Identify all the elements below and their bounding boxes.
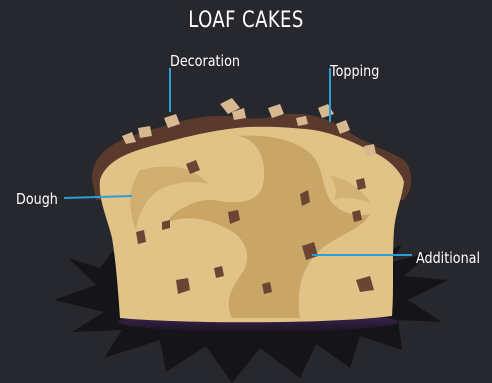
label-decoration: Decoration xyxy=(170,52,240,70)
label-dough: Dough xyxy=(16,190,58,208)
label-additional: Additional xyxy=(416,249,480,267)
label-topping: Topping xyxy=(330,62,379,80)
